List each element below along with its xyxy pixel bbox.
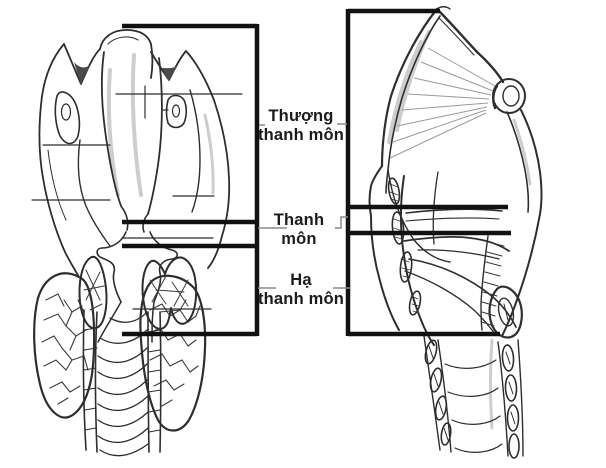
label-pointer-marks [258,123,350,289]
right-lateral-wall [185,50,231,269]
shading-stroke [130,53,143,197]
anterior-ring-column-outer [423,335,441,451]
label-subglottis-line2: thanh môn [257,289,345,308]
epiglottis-left-edge [101,51,122,207]
glottis-right-step-tick [335,216,348,229]
label-glottis: Thanh môn [259,211,339,249]
trachea-left-outer [82,309,87,451]
trachea-segments [83,327,162,433]
label-glottis-line2: môn [281,229,317,248]
right-notch-shadow [162,66,177,81]
ventricular-fold-line [405,208,503,214]
cricoid-tick [503,303,509,321]
left-wall-detail [47,149,67,221]
tracheal-lumen-arcs [444,359,503,453]
thyroid-left-lobe [33,272,96,419]
thyroid-right-lobe [139,274,207,432]
posterior-band-inner [506,111,530,213]
left-region-bracket [122,23,260,337]
rim-inner-line [438,17,475,56]
coronal-larynx-drawing [33,29,231,457]
airway-left-taper [97,301,122,343]
thyroid-left-texture [41,293,89,405]
thyroid-cartilage-sections [387,177,422,316]
label-subglottis-line1: Hạ [290,271,312,289]
aryepiglottic-rim [435,7,505,84]
label-supraglottis-line2: thanh môn [257,125,345,144]
left-notch-shadow [74,62,90,85]
left-fold-edge [120,205,129,231]
left-sinus-line [77,139,111,247]
anterior-wall-outer [368,165,400,331]
trachea-right-inner [147,311,150,453]
posterior-tracheal-rings [501,344,520,459]
figure-leader-lines [31,85,243,310]
ventricle-line [405,217,500,222]
cricoid-outline [488,285,523,339]
conus-sweep-2 [404,270,496,335]
shading-stroke [512,118,532,186]
subglottis-left-wall [96,231,127,303]
shading-stroke [106,68,120,197]
label-supraglottis: Thượng thanh môn [249,107,353,145]
epiglottis-rim-line [107,36,139,45]
right-cartilage-core [171,104,181,118]
right-sinus-line [189,89,201,213]
posterior-band-outer [520,109,543,215]
epiglottis-tip-curl [436,6,451,10]
epiglottis-right-edge [150,43,154,79]
hatch-band-edge [480,235,489,331]
sagittal-larynx-drawing [368,6,543,459]
label-subglottis: Hạ thanh môn [249,271,353,309]
trachea-right-outer [159,311,162,453]
right-cartilage-capsule [165,94,188,129]
trachea-ring-arcs [97,311,149,457]
left-cartilage-capsule [54,91,81,145]
posterior-ring-column-inner [497,341,509,457]
right-region-bracket [345,8,511,337]
vocal-fold-underline [417,249,500,260]
cricoid-core [497,297,515,327]
tubercle-shadow [492,84,499,110]
anterior-tracheal-rings [424,339,452,446]
epiglottis-outline [99,29,152,50]
label-supraglottis-line1: Thượng [268,107,334,125]
tubercle-core [502,85,520,107]
airway-right-taper [151,301,155,343]
epiglottis-inner-edge [385,15,441,194]
left-cartilage-core [60,103,72,121]
epiglottis-outer-edge [380,7,439,168]
shading-stroke [387,40,423,144]
right-medial-texture [149,275,189,313]
label-glottis-line1: Thanh [273,211,325,229]
left-medial-texture [83,269,105,311]
trachea-left-inner [94,311,98,453]
shading-stroke [203,113,215,195]
fold-fiber-lines [389,47,496,159]
epiglottis-right-inner-edge [147,57,163,215]
vocal-fold-line [403,236,510,252]
tubercle-outline [492,78,526,114]
posterior-ring-column-outer [517,339,524,457]
shading-stroke [489,338,494,430]
posterior-hatching [481,241,505,327]
left-lateral-wall [38,43,80,278]
right-medial-lobe [141,256,198,330]
